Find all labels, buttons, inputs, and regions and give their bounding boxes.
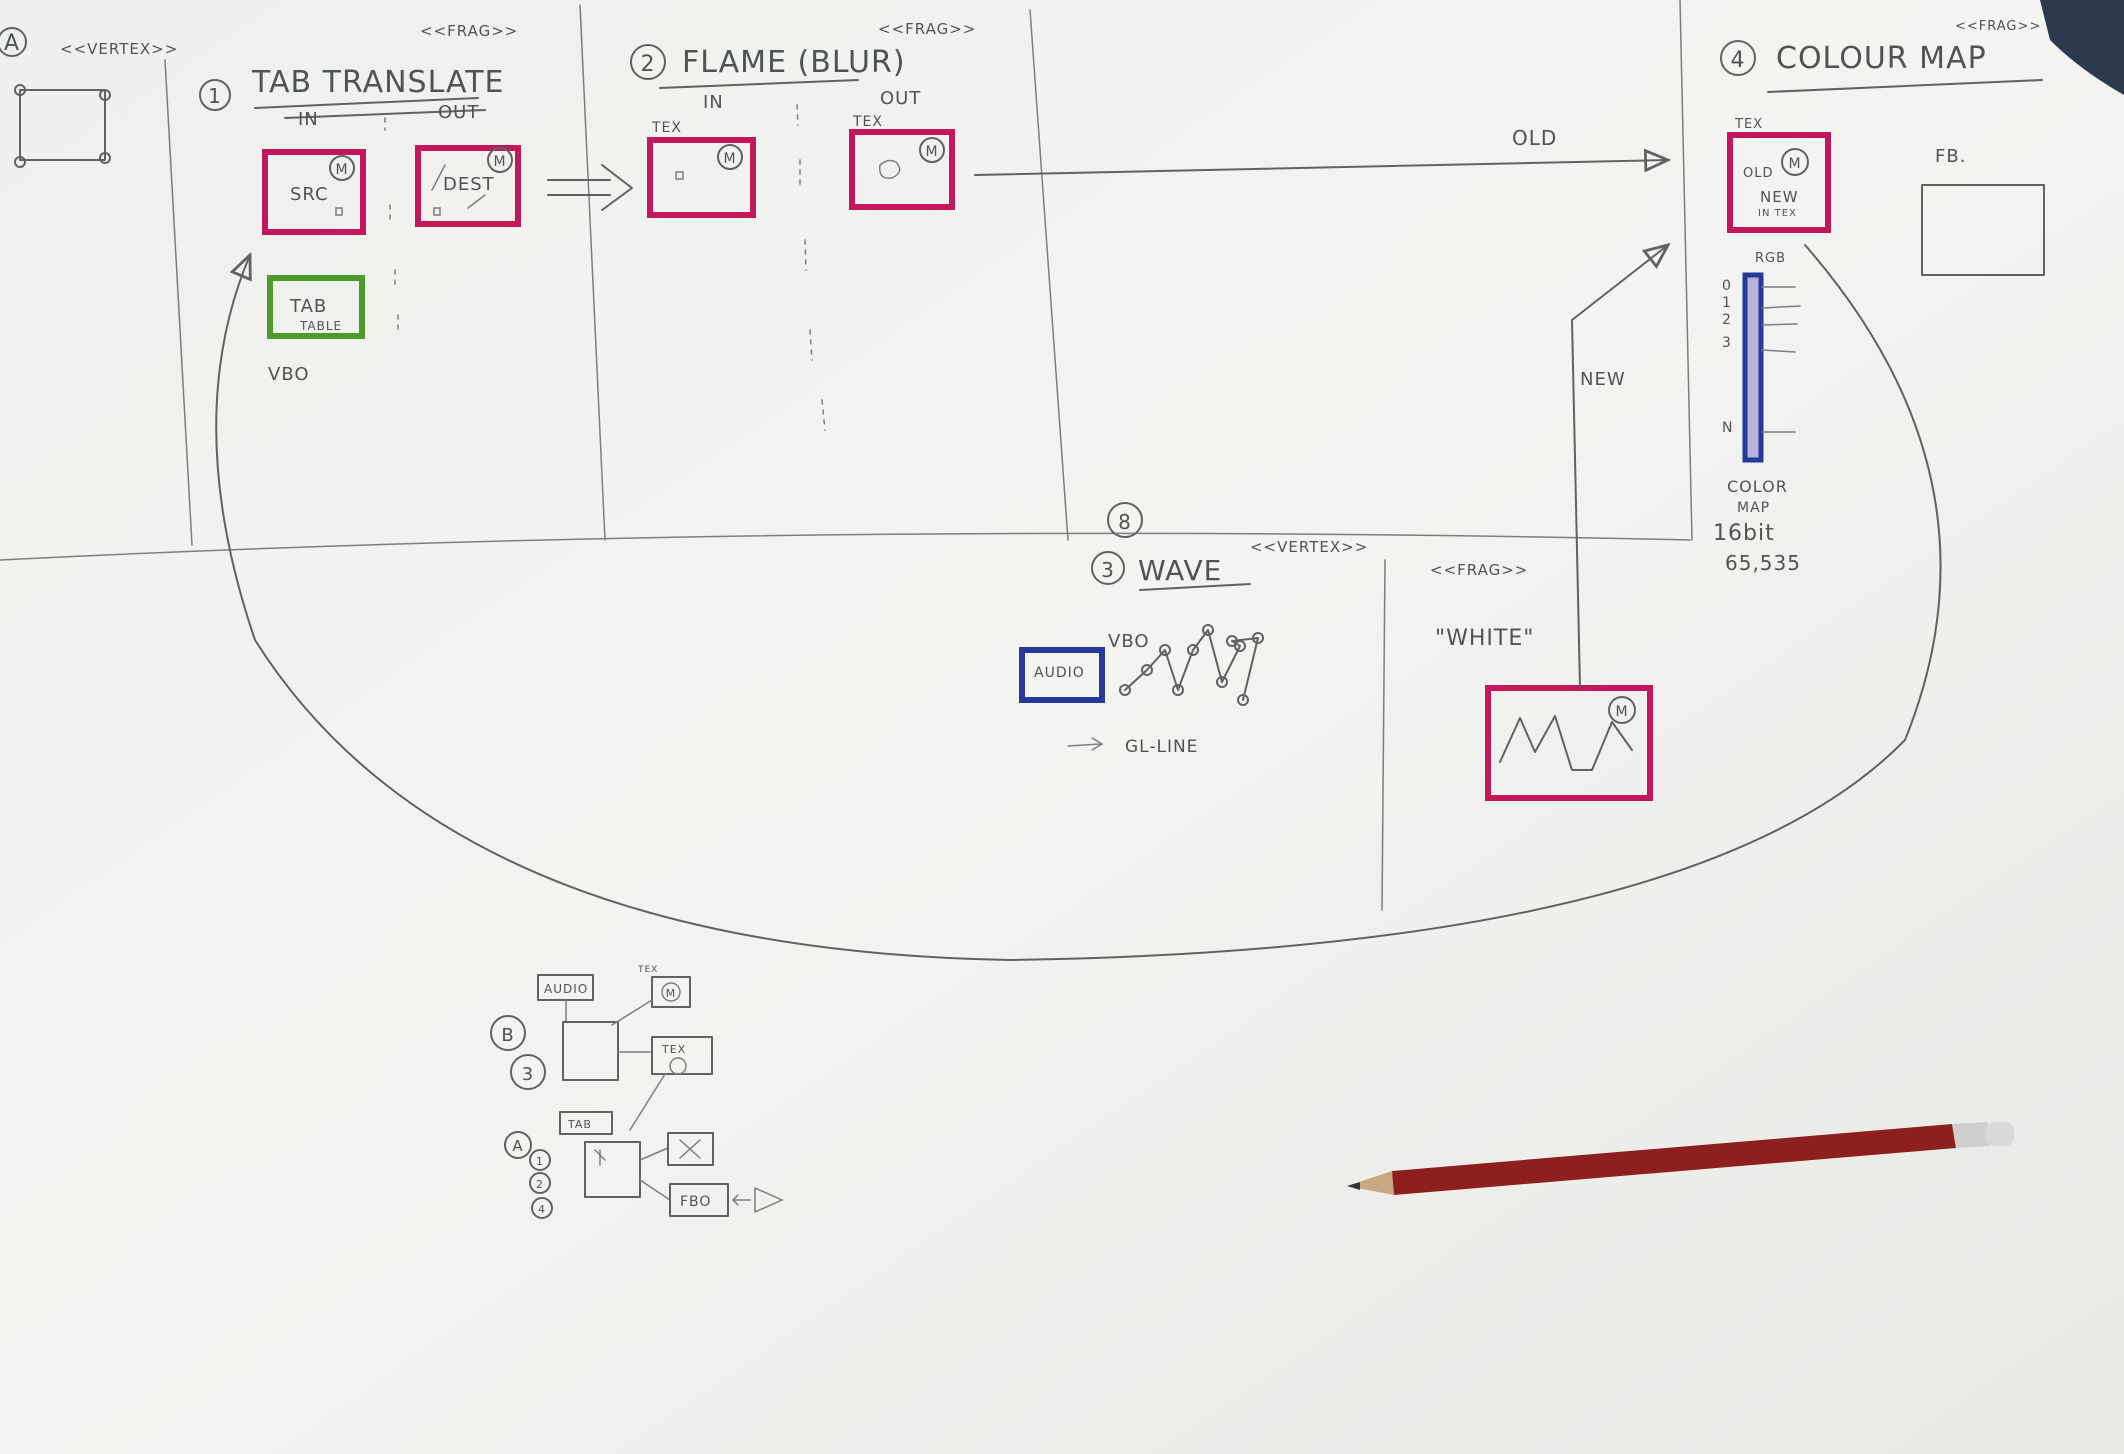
pass-4-tex-label: TEX: [1734, 117, 1763, 132]
mini-tab-label: TAB: [567, 1118, 592, 1131]
pencil-eraser: [1986, 1122, 2014, 1146]
pass-2-title: FLAME (BLUR): [682, 45, 906, 80]
pass-2-tex-in-label: TEX: [651, 120, 682, 136]
dest-badge: M: [493, 154, 506, 170]
fb-label: FB.: [1935, 146, 1966, 167]
mini-audio-label: AUDIO: [544, 982, 588, 996]
colour-map-old-label: OLD: [1743, 166, 1774, 181]
old-arrow-label: OLD: [1512, 126, 1557, 150]
pass-3-frag-tag: <<FRAG>>: [1430, 561, 1528, 579]
tick-2: 2: [1722, 312, 1732, 328]
pass-1-out-label: OUT: [438, 102, 479, 123]
pass-2-tag: <<FRAG>>: [878, 20, 976, 38]
table-label: TABLE: [299, 319, 342, 333]
dest-label: DEST: [443, 174, 495, 195]
map-label: MAP: [1737, 500, 1770, 516]
pass-3-number: 3: [1101, 558, 1115, 582]
wave-vbo-label: VBO: [1108, 631, 1150, 652]
pass-1-tag: <<FRAG>>: [420, 22, 518, 40]
blur-out-badge: M: [925, 144, 938, 160]
vbo-label: VBO: [268, 364, 310, 385]
tick-0: 0: [1722, 278, 1732, 294]
pass-1-number: 1: [208, 84, 222, 108]
mini-tex-label: TEX: [661, 1043, 686, 1056]
pass-1-title: TAB TRANSLATE: [251, 65, 504, 100]
pass-4-title: COLOUR MAP: [1776, 41, 1987, 76]
colour-map-new-label: NEW: [1760, 188, 1799, 206]
pass-4-number: 4: [1731, 48, 1746, 73]
color-label: COLOR: [1727, 477, 1788, 496]
vertex-a-tag: <<VERTEX>>: [60, 40, 178, 58]
colour-map-badge: M: [1788, 156, 1801, 172]
mini-a-label: A: [512, 1137, 523, 1155]
new-arrow-label: NEW: [1580, 369, 1626, 390]
vertex-a-circle-label: A: [4, 31, 20, 56]
mini-fbo-label: FBO: [680, 1194, 711, 1210]
mini-b-label: B: [501, 1025, 514, 1046]
pass-2-out-label: OUT: [880, 88, 921, 109]
wave-output-badge: M: [1615, 704, 1628, 720]
white-label: "WHITE": [1435, 626, 1534, 651]
pass-3-title: WAVE: [1138, 554, 1222, 587]
pass-1-in-label: IN: [298, 109, 319, 130]
blur-in-badge: M: [723, 151, 736, 167]
audio-label: AUDIO: [1034, 665, 1085, 681]
tick-n: N: [1722, 420, 1733, 436]
mini-1-label: 1: [536, 1155, 544, 1168]
mini-m-label: M: [666, 987, 677, 1000]
rgb-label: RGB: [1755, 251, 1786, 266]
bits-label: 16bit: [1713, 521, 1775, 546]
colour-map-new-tex-label: IN TEX: [1758, 208, 1797, 219]
pass-4-tag: <<FRAG>>: [1955, 19, 2041, 34]
mini-2-label: 2: [536, 1178, 544, 1191]
pencil-ferrule: [1952, 1122, 1990, 1148]
tick-3: 3: [1722, 335, 1732, 351]
src-badge: M: [335, 162, 348, 178]
gl-line-label: GL-LINE: [1125, 737, 1198, 757]
mini-tex-top-label: TEX: [637, 965, 658, 975]
tick-1: 1: [1722, 295, 1732, 311]
pass-2-tex-out-label: TEX: [852, 114, 883, 130]
mini-3-label: 3: [522, 1064, 534, 1085]
mini-4-label: 4: [538, 1203, 546, 1216]
pass-2-in-label: IN: [703, 92, 724, 113]
tab-label: TAB: [289, 296, 327, 317]
range-label: 65,535: [1725, 551, 1801, 575]
pass-2-number: 2: [641, 52, 656, 77]
pass-3-vertex-tag: <<VERTEX>>: [1250, 538, 1368, 556]
src-label: SRC: [290, 184, 329, 205]
color-map-strip: [1745, 275, 1761, 460]
pass-3-top-number: 8: [1118, 510, 1132, 534]
